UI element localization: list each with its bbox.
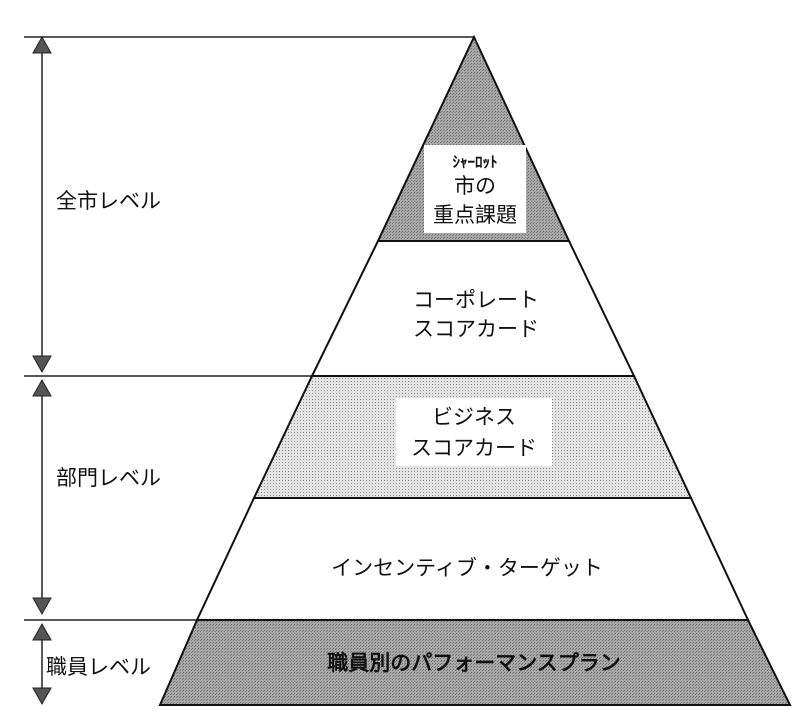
level-arrow-city <box>32 35 52 374</box>
level-label-dept: 部門レベル <box>56 466 161 490</box>
tier-top-label-line3: 重点課題 <box>433 203 517 227</box>
tier-4-label: インセンティブ・ターゲット <box>331 556 603 580</box>
tier-base-label: 職員別のパフォーマンスプラン <box>327 651 621 675</box>
tier-2-label-line1: コーポレート <box>413 288 539 312</box>
level-label-city: 全市レベル <box>56 189 161 213</box>
level-label-staff: 職員レベル <box>46 655 151 679</box>
tier-3-label-line2: スコアカード <box>411 436 537 460</box>
tier-3-label-line1: ビジネス <box>432 405 516 429</box>
tier-3-label-box <box>396 398 552 466</box>
level-arrow-staff <box>32 622 52 706</box>
tier-2-label-line2: スコアカード <box>413 317 539 341</box>
level-arrow-dept <box>32 378 52 616</box>
tier-top-label-line2: 市の <box>454 174 496 198</box>
tier-base <box>158 619 792 706</box>
top-tier-label-box <box>424 145 526 233</box>
tier-top-label-line1: ｼｬｰﾛｯﾄ <box>452 153 497 171</box>
